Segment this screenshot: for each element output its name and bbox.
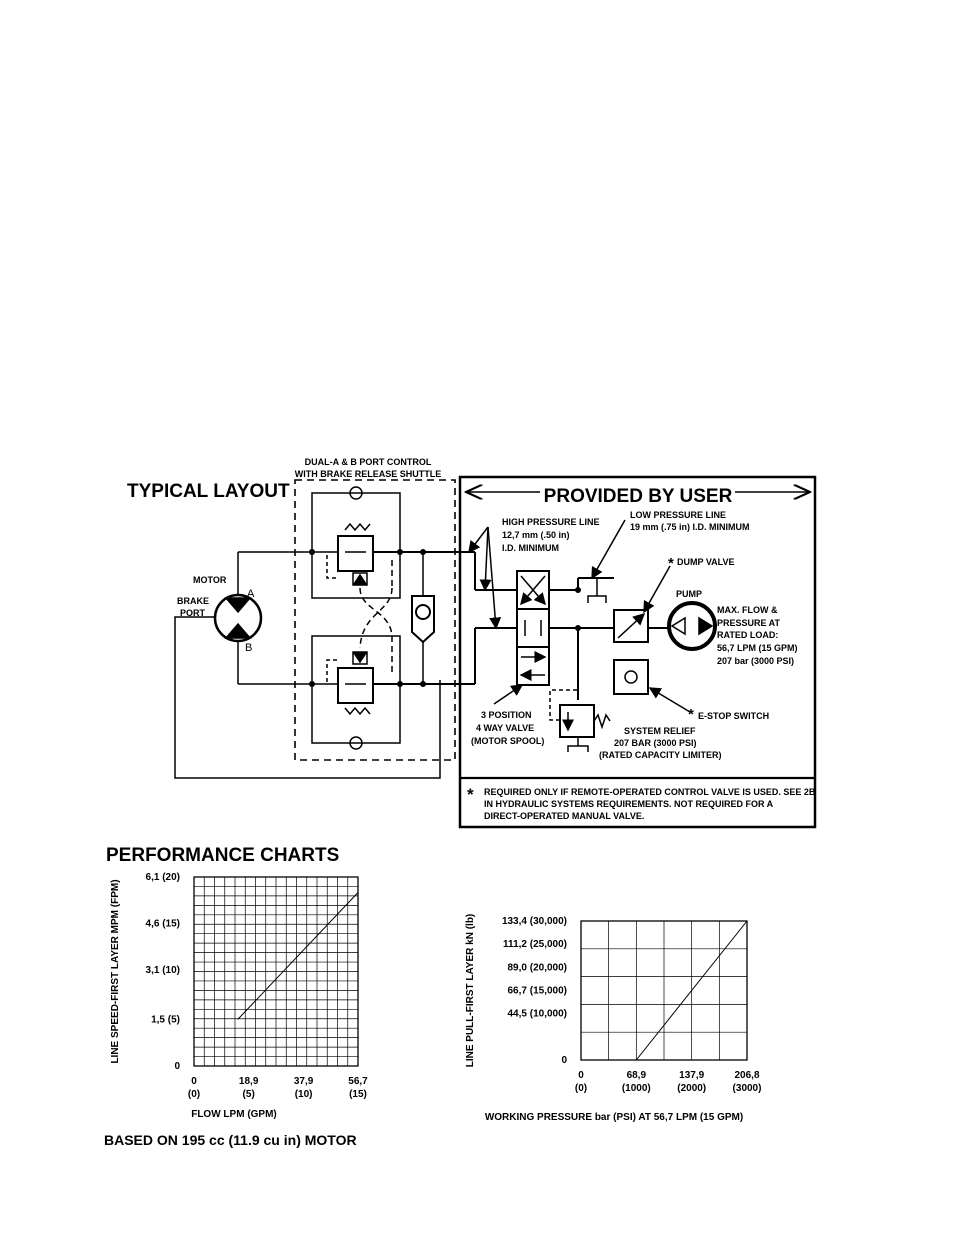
- x-tick-sublabel: (15): [349, 1089, 367, 1100]
- svg-text:WITH BRAKE RELEASE SHUTTLE: WITH BRAKE RELEASE SHUTTLE: [295, 469, 442, 479]
- x-tick-label: 37,9: [294, 1076, 314, 1087]
- svg-text:PORT: PORT: [180, 608, 206, 618]
- estop-switch-label: E-STOP SWITCH: [698, 711, 769, 721]
- x-tick-label: 137,9: [679, 1070, 704, 1081]
- provided-by-user-box: [458, 475, 817, 829]
- x-tick-label: 0: [578, 1070, 584, 1081]
- y-tick-label: 0: [561, 1055, 567, 1066]
- svg-text:207 bar (3000 PSI): 207 bar (3000 PSI): [717, 656, 794, 666]
- performance-charts-title: PERFORMANCE CHARTS: [106, 845, 339, 866]
- x-tick-sublabel: (0): [188, 1089, 200, 1100]
- y-tick-label: 4,6 (15): [146, 918, 180, 929]
- x-axis-label: WORKING PRESSURE bar (PSI) AT 56,7 LPM (…: [485, 1112, 743, 1123]
- x-tick-label: 0: [191, 1076, 197, 1087]
- svg-text:HIGH PRESSURE LINE: HIGH PRESSURE LINE: [502, 517, 600, 527]
- y-axis-label: LINE SPEED-FIRST LAYER MPM (FPM): [110, 879, 121, 1063]
- pilot-crossover-lines: [359, 587, 393, 649]
- x-axis-label: FLOW LPM (GPM): [191, 1109, 277, 1120]
- x-tick-label: 68,9: [627, 1070, 647, 1081]
- motor-triangle-up: [224, 597, 252, 614]
- svg-text:3 POSITION: 3 POSITION: [481, 710, 532, 720]
- y-tick-label: 1,5 (5): [151, 1015, 180, 1026]
- svg-text:IN HYDRAULIC SYSTEMS REQUIREME: IN HYDRAULIC SYSTEMS REQUIREMENTS. NOT R…: [484, 799, 774, 809]
- svg-text:207 BAR (3000 PSI): 207 BAR (3000 PSI): [614, 738, 697, 748]
- estop-switch-box: [613, 659, 649, 695]
- svg-text:(MOTOR SPOOL): (MOTOR SPOOL): [471, 736, 544, 746]
- port-control-dashed-box: [294, 479, 456, 761]
- x-tick-sublabel: (5): [243, 1089, 255, 1100]
- line-speed-chart: 0 1,5 (5) 3,1 (10) 4,6 (15) 6,1 (20) 0 (0) 18,9…: [110, 872, 368, 1120]
- y-axis-label: LINE PULL-FIRST LAYER kN (lb): [465, 914, 476, 1068]
- x-tick-sublabel: (3000): [733, 1083, 762, 1094]
- typical-layout-diagram: [174, 475, 817, 829]
- dump-valve-label: DUMP VALVE: [677, 557, 735, 567]
- svg-text:(RATED CAPACITY LIMITER): (RATED CAPACITY LIMITER): [599, 750, 722, 760]
- x-tick-sublabel: (1000): [622, 1083, 651, 1094]
- motor-triangle-down: [224, 622, 252, 639]
- svg-text:*: *: [688, 706, 694, 723]
- svg-text:PRESSURE AT: PRESSURE AT: [717, 618, 781, 628]
- plot-frame: [580, 920, 748, 1061]
- svg-text:RATED LOAD:: RATED LOAD:: [717, 630, 778, 640]
- svg-text:4 WAY VALVE: 4 WAY VALVE: [476, 723, 534, 733]
- x-tick-label: 56,7: [348, 1076, 368, 1087]
- data-series-line: [237, 892, 359, 1020]
- svg-text:12,7 mm (.50 in): 12,7 mm (.50 in): [502, 530, 570, 540]
- y-tick-label: 111,2 (25,000): [503, 939, 567, 950]
- y-tick-label: 133,4 (30,000): [502, 916, 567, 927]
- motor-basis-note: BASED ON 195 cc (11.9 cu in) MOTOR: [104, 1132, 357, 1148]
- footnote-asterisk: *: [467, 785, 474, 804]
- x-tick-sublabel: (0): [575, 1083, 587, 1094]
- system-relief-valve: [559, 704, 595, 738]
- svg-text:MAX. FLOW &: MAX. FLOW &: [717, 605, 778, 615]
- port-a-label: A: [247, 588, 255, 600]
- svg-text:19 mm (.75 in) I.D. MINIMUM: 19 mm (.75 in) I.D. MINIMUM: [630, 522, 750, 532]
- y-tick-label: 66,7 (15,000): [508, 986, 568, 997]
- pump-label: PUMP: [676, 589, 702, 599]
- upper-counterbalance-valve: [337, 535, 374, 572]
- x-tick-label: 206,8: [734, 1070, 759, 1081]
- y-tick-label: 0: [174, 1061, 180, 1072]
- layout-labels: TYPICAL LAYOUT DUAL-A & B PORT CONTROL W…: [127, 457, 816, 821]
- typical-layout-title: TYPICAL LAYOUT: [127, 481, 290, 502]
- svg-text:LOW PRESSURE LINE: LOW PRESSURE LINE: [630, 510, 726, 520]
- y-tick-label: 89,0 (20,000): [508, 962, 568, 973]
- port-b-label: B: [245, 642, 252, 654]
- four-way-valve: [516, 570, 550, 686]
- shuttle-ball-icon: [415, 604, 431, 620]
- estop-indicator-icon: [624, 670, 638, 684]
- svg-text:DIRECT-OPERATED MANUAL VALVE.: DIRECT-OPERATED MANUAL VALVE.: [484, 811, 644, 821]
- x-tick-label: 18,9: [239, 1076, 259, 1087]
- pump-symbol: [667, 601, 717, 651]
- svg-text:SYSTEM RELIEF: SYSTEM RELIEF: [624, 726, 696, 736]
- svg-text:DUAL-A & B PORT CONTROL: DUAL-A & B PORT CONTROL: [305, 457, 432, 467]
- brake-release-line: [174, 616, 441, 779]
- x-tick-sublabel: (2000): [677, 1083, 706, 1094]
- svg-text:*: *: [668, 555, 674, 572]
- plot-frame: [193, 876, 359, 1067]
- motor-label: MOTOR: [193, 575, 227, 585]
- y-tick-label: 6,1 (20): [146, 872, 180, 883]
- data-series-line: [635, 920, 748, 1061]
- svg-text:I.D. MINIMUM: I.D. MINIMUM: [502, 543, 559, 553]
- y-tick-label: 3,1 (10): [146, 965, 180, 976]
- svg-text:56,7 LPM (15 GPM): 56,7 LPM (15 GPM): [717, 643, 798, 653]
- lower-counterbalance-valve: [337, 667, 374, 704]
- provided-by-user-title: PROVIDED BY USER: [544, 486, 733, 507]
- pump-triangle: [670, 616, 686, 636]
- svg-text:REQUIRED ONLY IF REMOTE-OPERAT: REQUIRED ONLY IF REMOTE-OPERATED CONTROL…: [484, 787, 816, 797]
- svg-text:BRAKE: BRAKE: [177, 596, 209, 606]
- x-tick-sublabel: (10): [295, 1089, 313, 1100]
- y-tick-label: 44,5 (10,000): [508, 1009, 568, 1020]
- line-pull-chart: 0 44,5 (10,000) 66,7 (15,000) 89,0 (20,000)…: [465, 914, 761, 1123]
